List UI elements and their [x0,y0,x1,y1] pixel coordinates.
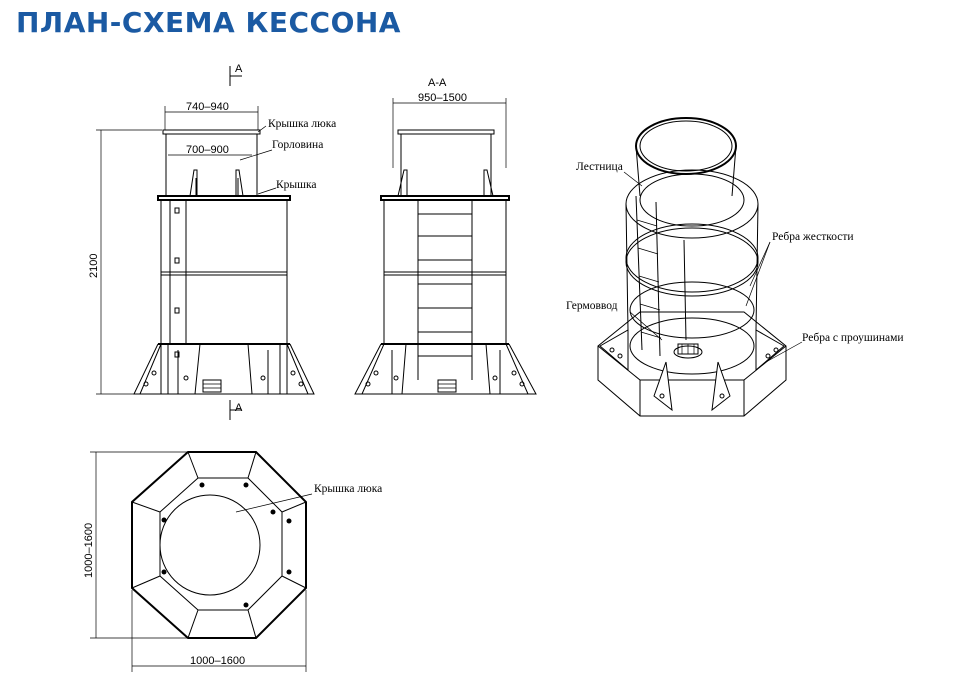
callout-ladder: Лестница [576,161,623,173]
section-view: А-А 950–1500 [354,77,537,395]
section-mark-bottom: A [229,400,243,420]
callout-hatch-cover: Крышка люка [268,118,336,130]
page-title: ПЛАН-СХЕМА КЕССОНА [16,6,401,39]
svg-text:A: A [235,63,243,75]
callout-neck: Горловина [272,139,323,151]
svg-text:A: A [235,402,243,414]
section-mark-top: A [229,63,243,86]
plan-dim-horizontal: 1000–1600 [190,655,245,667]
dim-height: 2100 [88,254,100,278]
callout-lid: Крышка [276,179,317,191]
front-view: A A 740–940 700–900 [88,63,336,420]
callout-stiffeners: Ребра жесткости [772,231,854,243]
dim-section-width: 950–1500 [418,92,467,104]
iso-view: Лестница Ребра жесткости Гермоввод Ребра… [566,117,904,417]
plan-callout-hatch: Крышка люка [314,483,382,495]
callout-lug-ribs: Ребра с проушинами [802,332,904,344]
callout-hermetic-inlet: Гермоввод [566,300,618,312]
dim-top-inner: 700–900 [186,144,229,156]
section-title: А-А [428,77,447,89]
dim-top-outer: 740–940 [186,101,229,113]
plan-view: 1000–1600 1000–1600 Крышка люка [83,451,382,672]
plan-dim-vertical: 1000–1600 [83,523,95,578]
